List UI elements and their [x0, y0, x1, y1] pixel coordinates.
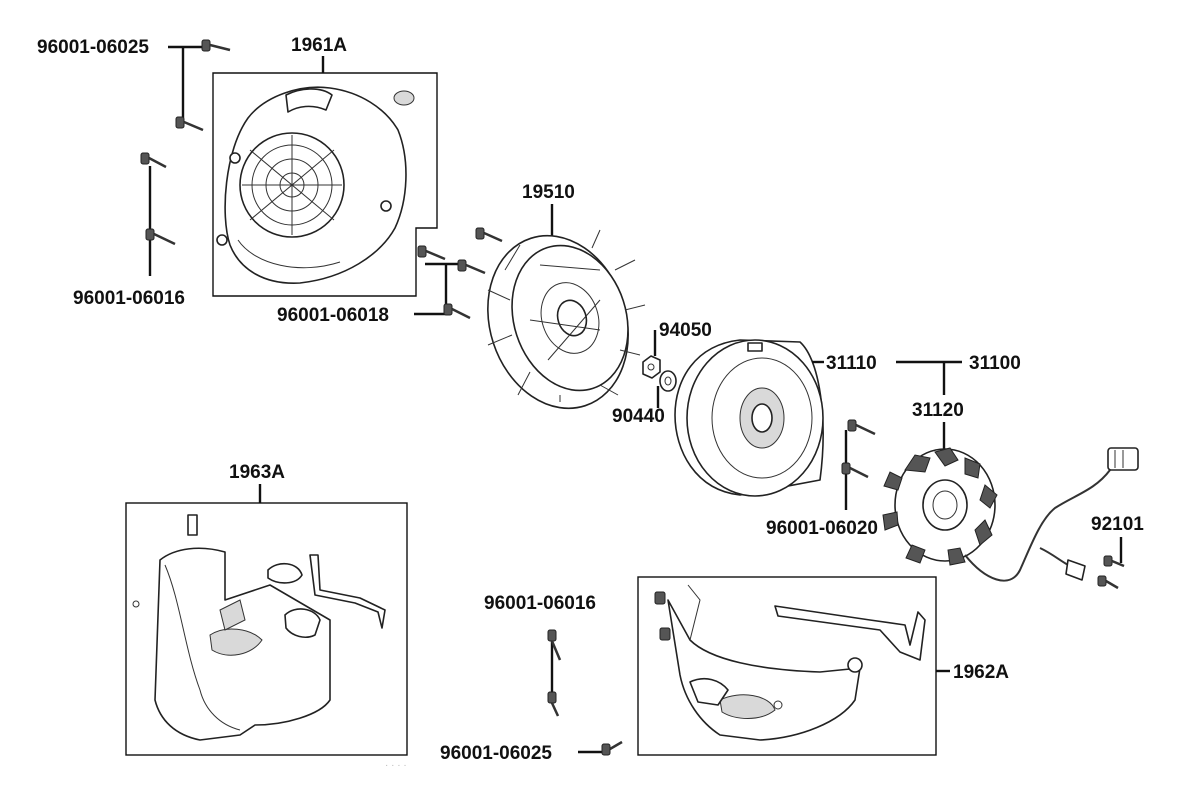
- label-alternator-assy: 31100: [969, 353, 1021, 374]
- screw-icon: [417, 245, 446, 261]
- nut-icon: [642, 355, 661, 379]
- label-stator-screws: 96001-06020: [766, 518, 878, 539]
- fan-group: 19510 96001-06018: [277, 182, 646, 410]
- stator-group: 96001-06020: [766, 419, 1139, 582]
- nut-washer-group: 94050 90440: [612, 320, 712, 427]
- lower-cover-illustration: [654, 584, 926, 741]
- label-lower-cover-screw-top: 96001-06016: [484, 593, 596, 614]
- label-fan-cover: 1961A: [291, 35, 347, 56]
- lower-cover-group: 1962A: [637, 576, 1009, 756]
- screw-icon: [601, 740, 623, 756]
- label-shroud-box: 1963A: [229, 462, 285, 483]
- screw-icon: [547, 691, 560, 717]
- pulser-screw-group: 92101: [1091, 514, 1144, 590]
- label-nut: 94050: [659, 320, 712, 341]
- screw-icon: [1103, 555, 1125, 568]
- label-lower-cover: 1962A: [953, 662, 1009, 683]
- screw-icon: [443, 303, 471, 320]
- screw-icon: [847, 419, 876, 436]
- screw-icon: [145, 228, 176, 246]
- fan-cover-screws: 96001-06025 96001-06016: [37, 37, 231, 309]
- screw-icon: [841, 462, 869, 479]
- flywheel-illustration: [674, 339, 824, 497]
- label-fan-cover-screw-top: 96001-06025: [37, 37, 149, 58]
- label-fan-cover-screw-left: 96001-06016: [73, 288, 185, 309]
- label-fan: 19510: [522, 182, 575, 203]
- lower-cover-frame: [637, 576, 937, 756]
- washer-icon: [659, 370, 677, 392]
- cooling-fan-illustration: [487, 229, 646, 410]
- label-pulser-screws: 92101: [1091, 514, 1144, 535]
- wire-harness: [964, 447, 1139, 582]
- label-washer: 90440: [612, 406, 665, 427]
- fan-cover-frame: [212, 72, 438, 297]
- screw-icon: [201, 39, 231, 52]
- label-stator: 31120: [912, 400, 964, 421]
- stator-illustration: [882, 447, 998, 566]
- screw-icon: [547, 629, 562, 661]
- flywheel-group: 31110 31100 31120: [674, 339, 1021, 497]
- shroud-illustration: [132, 514, 386, 741]
- screw-icon: [175, 116, 204, 132]
- screw-icon: [1097, 575, 1119, 590]
- screw-icon: [457, 259, 486, 275]
- fan-cover-group: 1961A: [212, 35, 438, 297]
- fan-cover-illustration: [216, 86, 415, 284]
- screw-icon: [475, 227, 503, 243]
- screw-icon: [140, 152, 167, 169]
- dots: · · · ·: [385, 760, 407, 771]
- lower-cover-screws: 96001-06016 96001-06025: [440, 593, 623, 764]
- shroud-group: 1963A: [125, 462, 408, 756]
- shroud-frame: [125, 502, 408, 756]
- label-fan-screws: 96001-06018: [277, 305, 389, 326]
- label-flywheel-rotor: 31110: [826, 353, 877, 374]
- label-lower-cover-screw-bottom: 96001-06025: [440, 743, 552, 764]
